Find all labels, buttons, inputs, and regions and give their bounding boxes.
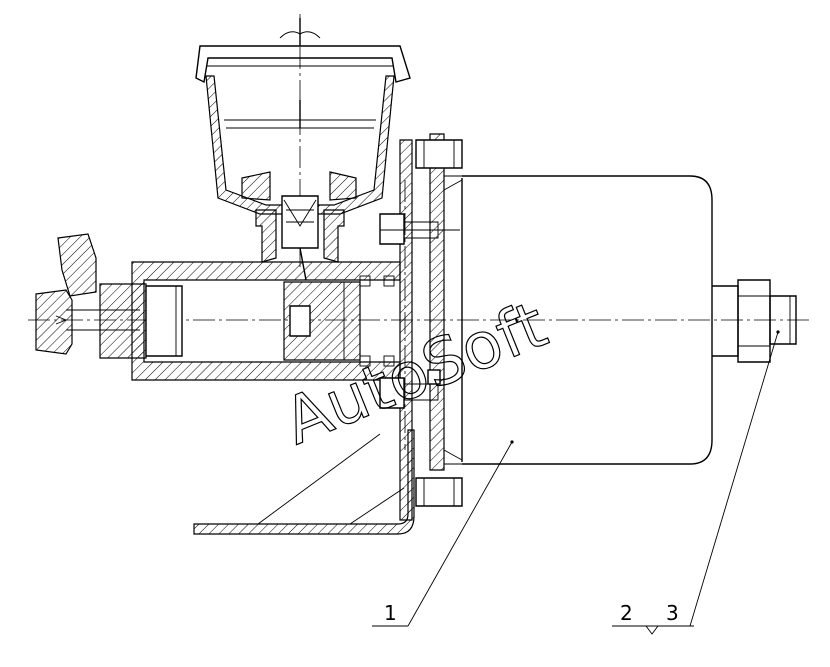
- mounting-flange: [379, 133, 463, 521]
- callout-label-1: 1: [384, 601, 397, 625]
- callout-label-3: 3: [666, 601, 679, 625]
- support-bracket: [193, 429, 415, 535]
- valve-body: [241, 171, 357, 281]
- leader-lines: [372, 331, 779, 635]
- inlet-fittings: [35, 233, 140, 355]
- outlet-fitting: [712, 279, 797, 363]
- air-cylinder-housing: [443, 175, 713, 465]
- cylinder-body: [99, 261, 401, 381]
- reservoir-assembly: [195, 18, 411, 215]
- callout-label-2: 2: [620, 601, 633, 625]
